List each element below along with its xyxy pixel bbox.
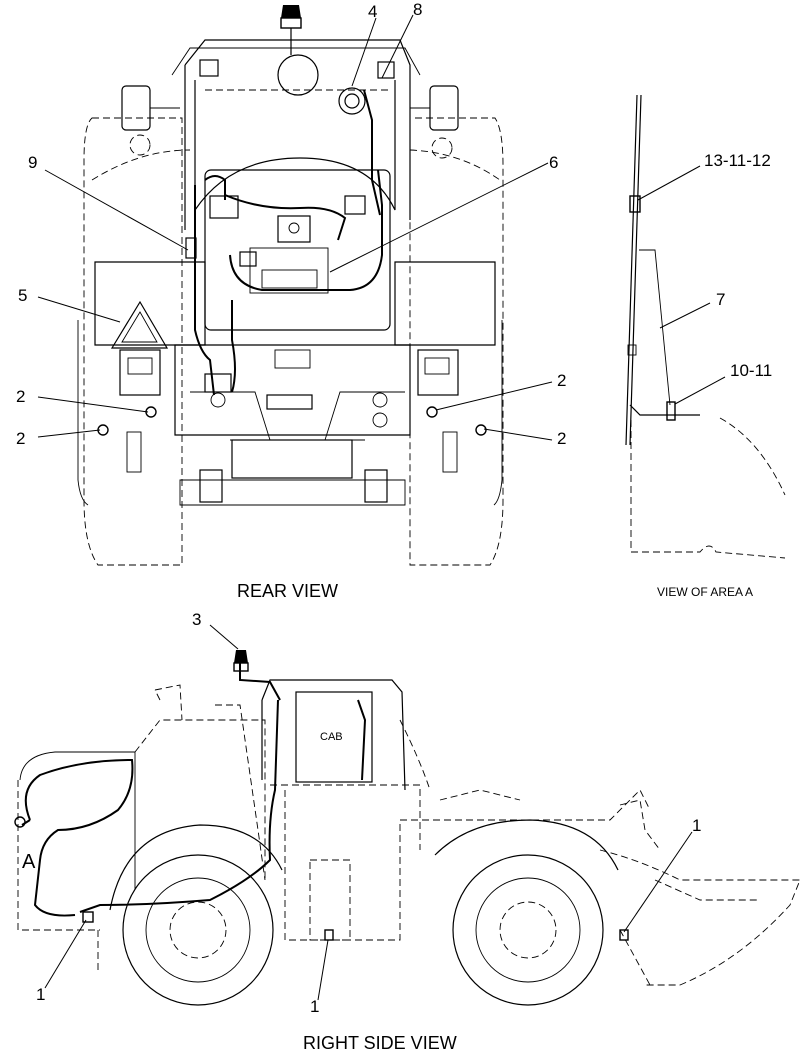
rear-callout-2-lower-left: 2 — [16, 429, 25, 448]
rear-callout-6: 6 — [549, 153, 558, 172]
cab-label: CAB — [320, 731, 343, 743]
area-callout-7: 7 — [716, 290, 725, 309]
area-callout-13-11-12: 13-11-12 — [704, 151, 771, 170]
rear-view-caption: REAR VIEW — [237, 581, 338, 601]
rear-callout-2-upper-right: 2 — [557, 371, 566, 390]
rear-callout-5: 5 — [18, 286, 27, 305]
rear-callout-2-upper-left: 2 — [16, 387, 25, 406]
side-view-drawing — [14, 650, 801, 1006]
rear-callout-4: 4 — [368, 2, 377, 21]
rear-callout-2-lower-right: 2 — [557, 429, 566, 448]
area-view-caption: VIEW OF AREA A — [657, 585, 753, 599]
area-a-marker: A — [22, 851, 36, 873]
rear-view-leaders — [37, 14, 553, 441]
area-a-drawing — [625, 94, 786, 559]
side-view-caption: RIGHT SIDE VIEW — [303, 1033, 457, 1053]
side-callout-1-left: 1 — [36, 985, 45, 1004]
side-callout-1-middle: 1 — [310, 997, 319, 1016]
side-callout-1-right: 1 — [692, 816, 701, 835]
side-callout-3: 3 — [192, 610, 201, 629]
rear-callout-8: 8 — [413, 0, 422, 19]
side-view-leaders — [44, 624, 693, 1001]
area-callout-10-11: 10-11 — [730, 361, 772, 380]
area-a-leaders — [637, 165, 726, 405]
rear-view-drawing — [77, 5, 504, 566]
rear-callout-9: 9 — [28, 153, 37, 172]
